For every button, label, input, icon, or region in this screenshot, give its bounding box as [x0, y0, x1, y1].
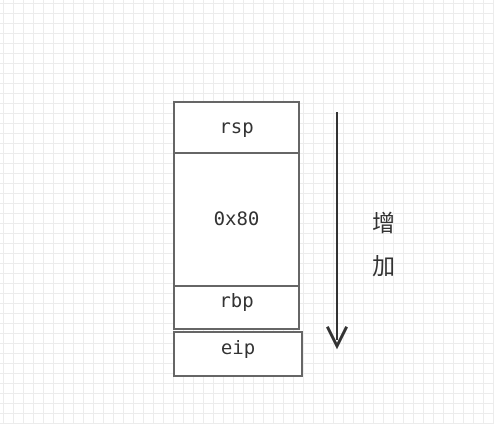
stack-cell-label: rbp [219, 290, 254, 312]
stack-cell-label: 0x80 [213, 208, 260, 230]
arrow-head [325, 325, 349, 350]
stack-cell-eip: eip [173, 331, 303, 377]
stack-cell-label: rsp [219, 116, 254, 138]
down-arrow-icon [325, 112, 349, 350]
stack-cell-buffer: 0x80 [173, 152, 300, 287]
direction-label-char: 加 [372, 254, 395, 280]
stack-cell-label: eip [220, 337, 256, 359]
stack-cell-rbp: rbp [173, 285, 300, 330]
stack-cell-rsp: rsp [173, 101, 300, 154]
direction-label-char: 增 [372, 211, 395, 237]
